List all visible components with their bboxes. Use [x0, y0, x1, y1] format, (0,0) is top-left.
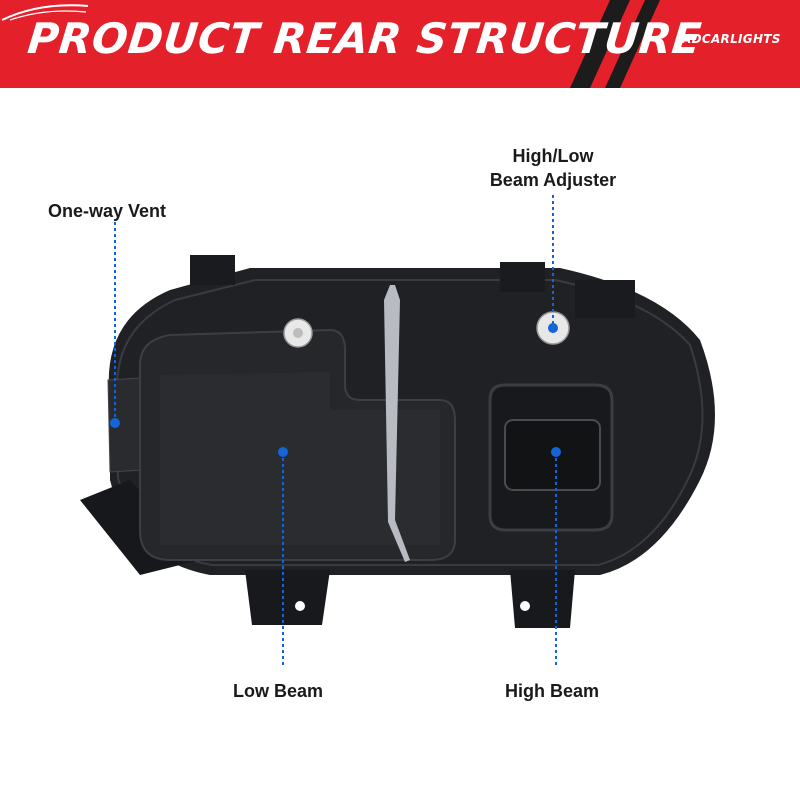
bottom-tab-right	[510, 570, 575, 628]
bottom-tab-left	[245, 570, 330, 625]
wire-clip	[384, 285, 410, 562]
callout-beam-adjuster: High/Low Beam Adjuster	[483, 144, 623, 192]
banner-background	[0, 0, 800, 95]
callout-low-beam: Low Beam	[233, 681, 324, 701]
vent-callout-dot	[110, 418, 120, 428]
brand-swoosh-icon	[1, 4, 89, 21]
top-tab-left	[190, 255, 235, 285]
adjuster-callout-dot	[548, 323, 558, 333]
top-tab-far-right	[575, 280, 635, 318]
top-tab-right	[500, 262, 545, 292]
callout-beam-adjuster-line1: High/Low	[512, 146, 594, 166]
callout-high-beam: High Beam	[505, 681, 600, 701]
callout-one-way-vent: One-way Vent	[48, 201, 167, 221]
callout-beam-adjuster-line2: Beam Adjuster	[489, 170, 617, 190]
header-banner: PRODUCT REAR STRUCTURE ADCARLIGHTS	[0, 0, 800, 95]
low-beam-cover-inner	[160, 372, 440, 545]
brand-logo: ADCARLIGHTS	[682, 32, 781, 46]
low-beam-callout-dot	[278, 447, 288, 457]
high-beam-callout-dot	[551, 447, 561, 457]
